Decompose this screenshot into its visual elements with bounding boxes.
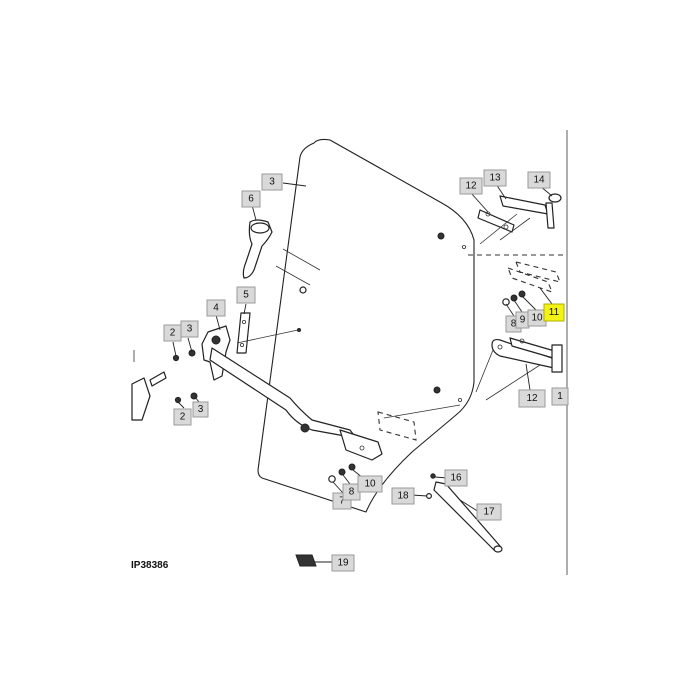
callout-16: 16 (444, 469, 468, 487)
latch-rod (209, 347, 357, 439)
lower-hinge-pin (551, 344, 563, 373)
callout-11-label: 11 (549, 307, 560, 318)
callout-3-upper-label: 3 (187, 324, 193, 335)
callout-2-lower: 2 (173, 408, 192, 426)
rod-end-bracket (339, 429, 383, 461)
callout-3-lower: 3 (192, 401, 209, 418)
callout-17: 17 (476, 503, 502, 521)
callout-11: 11 (543, 303, 565, 322)
callout-2-lower-label: 2 (180, 412, 186, 423)
door-glass-panel (257, 138, 475, 513)
callout-8-lower-label: 7 (339, 496, 345, 507)
callout-3-upper: 3 (180, 320, 199, 338)
callout-1: 1 (551, 387, 569, 406)
callout-18-label: 18 (397, 491, 409, 502)
callout-6-label: 6 (248, 194, 254, 205)
callout-12-upper: 12 (459, 177, 483, 195)
upper-hinge-bracket (499, 195, 549, 215)
callout-9-lower-label: 8 (349, 487, 355, 498)
callout-19: 19 (331, 554, 355, 572)
callout-5: 5 (236, 286, 256, 304)
callout-10-upper: 10 (527, 309, 547, 327)
door-handle (242, 219, 273, 279)
callout-16-label: 16 (450, 473, 462, 484)
callout-12-upper-label: 12 (465, 181, 477, 192)
callout-10-upper-label: 10 (531, 313, 543, 324)
left-latch-piece (131, 377, 151, 421)
callout-4-label: 4 (213, 303, 219, 314)
callout-17-label: 17 (483, 507, 495, 518)
figure-id: IP38386 (131, 560, 169, 571)
callout-6: 6 (241, 190, 261, 208)
glass-hole-upper (461, 244, 466, 249)
hinge-pin (545, 202, 555, 229)
callout-19-label: 19 (337, 558, 349, 569)
glass-bolt-upper (437, 232, 445, 240)
callout-9-lower: 8 (342, 483, 361, 501)
callout-10-lower: 10 (357, 475, 383, 493)
callout-7: 3 (261, 173, 283, 191)
callout-14-label: 14 (533, 175, 545, 186)
fastener-lower (174, 396, 182, 404)
callout-5-label: 5 (243, 290, 249, 301)
callout-10-lower-label: 10 (364, 479, 376, 490)
glass-bolt-lower (433, 386, 441, 394)
hinge-removed-outline (507, 267, 553, 293)
fastener-upper (172, 354, 180, 362)
callout-13: 13 (483, 169, 507, 187)
callout-12-lower: 12 (518, 389, 546, 408)
door-bumper (295, 554, 317, 567)
callout-9-upper: 9 (515, 311, 530, 329)
callout-18: 18 (391, 487, 415, 505)
latch-bracket-outline (377, 411, 417, 441)
callout-3-lower-label: 3 (198, 404, 204, 415)
callout-8-upper-label: 8 (511, 319, 517, 330)
callout-14: 14 (527, 171, 551, 189)
latch-plate (236, 312, 251, 354)
callout-2-upper-label: 2 (170, 328, 176, 339)
glass-hole-lower (457, 397, 462, 402)
callout-1-label: 1 (557, 391, 563, 402)
callout-7-label: 3 (269, 177, 275, 188)
callout-9-upper-label: 9 (520, 315, 526, 326)
callout-12-lower-label: 12 (526, 393, 538, 404)
callout-2-upper: 2 (163, 324, 182, 342)
callout-4: 4 (206, 299, 226, 317)
callout-13-label: 13 (489, 173, 501, 184)
